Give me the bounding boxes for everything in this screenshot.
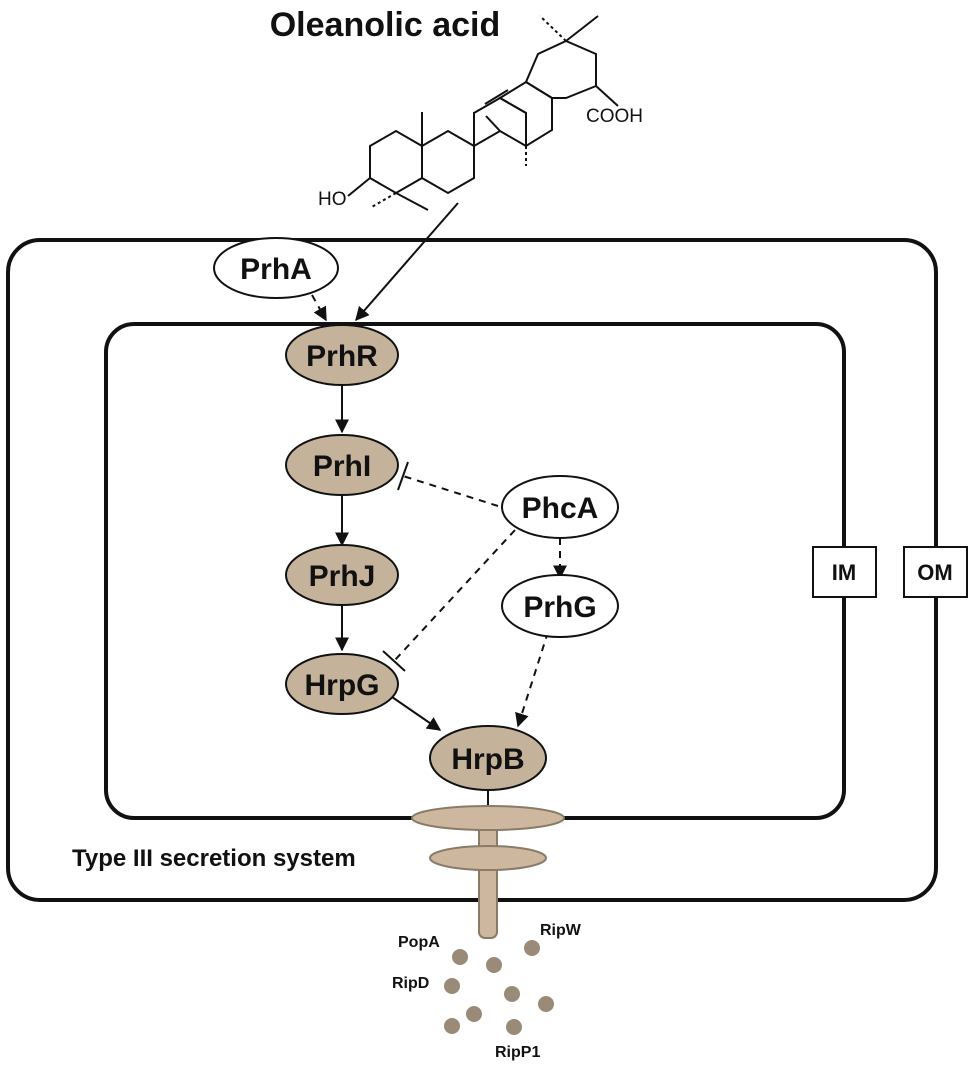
effector-label-popa: PopA: [398, 934, 440, 951]
node-hrpb: HrpB: [429, 725, 547, 791]
node-phca: PhcA: [501, 475, 619, 539]
effector-dot: [504, 986, 520, 1002]
outer-membrane: [6, 238, 938, 902]
edge-hrpg-to-hrpb: [391, 696, 442, 731]
node-prha: PrhA: [213, 237, 339, 299]
node-hrpg-label: HrpG: [305, 669, 380, 702]
node-prhr: PrhR: [285, 324, 399, 386]
hydroxyl-label: HO: [318, 189, 347, 210]
inhibit-bar-hrpg: [382, 650, 406, 672]
effector-dot: [466, 1006, 482, 1022]
edge-oleanolic-to-prhr: [355, 202, 459, 322]
carboxyl-label: COOH: [586, 106, 643, 127]
effector-dot: [524, 940, 540, 956]
edge-phca-inhibits-prhi: [402, 475, 499, 507]
effector-dots: [444, 940, 554, 1035]
node-prhj-label: PrhJ: [309, 560, 376, 593]
t3ss-label: Type III secretion system: [72, 845, 356, 872]
effector-label-ripp1: RipP1: [495, 1044, 540, 1061]
om-label-box: [903, 546, 968, 598]
effector-dot: [538, 996, 554, 1012]
effector-dot: [444, 978, 460, 994]
node-hrpg: HrpG: [285, 653, 399, 715]
edge-phca-inhibits-hrpg: [394, 529, 516, 661]
effector-dot: [444, 1018, 460, 1034]
effector-dot: [486, 957, 502, 973]
node-prhi-label: PrhI: [313, 450, 371, 483]
pathway-edges: [311, 202, 567, 820]
node-prhg-label: PrhG: [523, 591, 596, 624]
effector-dot: [452, 949, 468, 965]
t3ss-needle: [478, 817, 498, 939]
node-prhj: PrhJ: [285, 544, 399, 606]
node-phca-label: PhcA: [522, 492, 599, 525]
inhibit-bar-prhi: [397, 461, 409, 491]
type-iii-secretion-system: [411, 805, 565, 939]
compound-title: Oleanolic acid: [270, 6, 501, 44]
oleanolic-acid-structure: COOH HO: [318, 15, 643, 211]
effector-dot: [506, 1019, 522, 1035]
effector-label-ripd: RipD: [392, 975, 429, 992]
edge-prha-to-prhr: [311, 294, 327, 322]
t3ss-inner-ring: [411, 805, 565, 831]
node-prhr-label: PrhR: [306, 340, 378, 373]
node-hrpb-label: HrpB: [451, 743, 524, 776]
im-label: IM: [832, 560, 856, 585]
om-label: OM: [917, 560, 952, 585]
node-prha-label: PrhA: [240, 253, 312, 286]
im-label-box: [812, 546, 877, 598]
node-prhg: PrhG: [501, 574, 619, 638]
edge-prhg-to-hrpb: [515, 631, 549, 728]
effector-label-ripw: RipW: [540, 922, 582, 939]
node-prhi: PrhI: [285, 434, 399, 496]
t3ss-outer-ring: [429, 845, 547, 871]
